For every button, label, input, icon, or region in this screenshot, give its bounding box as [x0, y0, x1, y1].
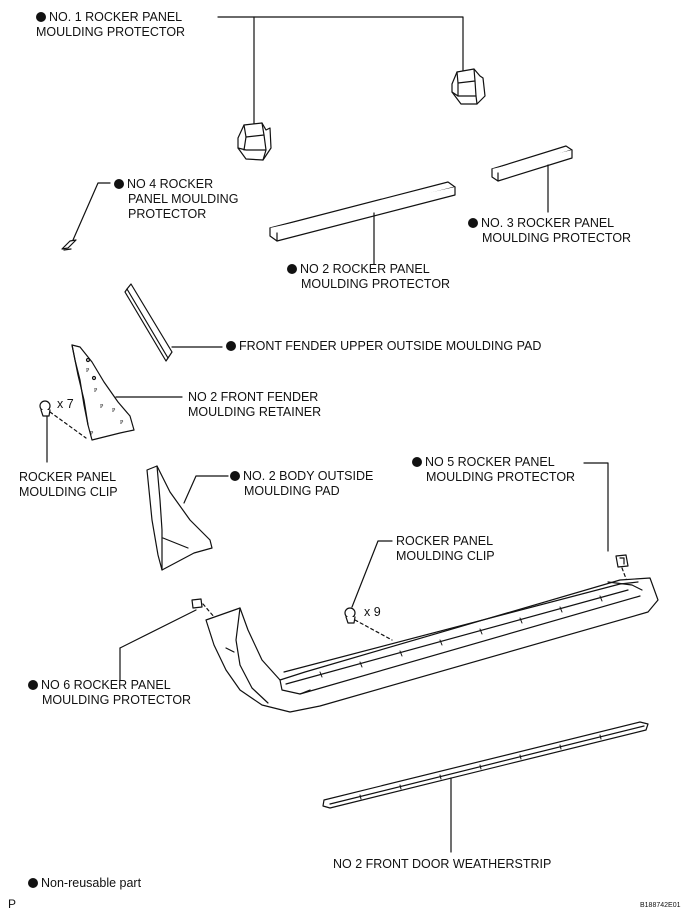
no3-protector-line1: NO. 3 ROCKER PANEL: [481, 216, 615, 230]
fender-pad-text: FRONT FENDER UPPER OUTSIDE MOULDING PAD: [239, 339, 542, 353]
no2-body-pad-line2: MOULDING PAD: [244, 484, 340, 498]
legend: Non-reusable part: [28, 876, 141, 891]
no3-protector-line2: MOULDING PROTECTOR: [482, 231, 632, 245]
legend-text: Non-reusable part: [41, 876, 142, 890]
non-reusable-dot-icon: [287, 264, 297, 274]
no5-protector-line2: MOULDING PROTECTOR: [426, 470, 576, 484]
no2-protector-strip: [269, 181, 456, 265]
non-reusable-dot-icon: [230, 471, 240, 481]
no3-protector-label: NO. 3 ROCKER PANEL MOULDING PROTECTOR: [468, 216, 631, 246]
no4-protector-line3: PROTECTOR: [128, 207, 207, 221]
svg-text:P: P: [86, 368, 90, 374]
no5-protector-line1: NO 5 ROCKER PANEL: [425, 455, 555, 469]
clip-left-label: ROCKER PANEL MOULDING CLIP: [19, 470, 118, 500]
no2-retainer: P P P P P P: [71, 344, 183, 441]
no1-protector-left: [237, 122, 272, 161]
no1-protector-line1: NO. 1 ROCKER PANEL: [49, 10, 183, 24]
clip-center-line2: MOULDING CLIP: [396, 549, 495, 563]
no1-leader-lines: [217, 16, 464, 129]
no2-retainer-label: NO 2 FRONT FENDER MOULDING RETAINER: [188, 390, 321, 420]
fender-pad-label: FRONT FENDER UPPER OUTSIDE MOULDING PAD: [226, 339, 541, 354]
non-reusable-dot-icon: [36, 12, 46, 22]
rocker-panel-moulding: [205, 577, 659, 713]
svg-text:P: P: [100, 404, 104, 410]
clip-center: [344, 540, 393, 641]
no1-protector-right: [451, 68, 486, 105]
no4-protector-line1: NO 4 ROCKER: [127, 177, 214, 191]
fender-pad-strip: [124, 283, 223, 362]
weatherstrip-label: NO 2 FRONT DOOR WEATHERSTRIP: [333, 857, 552, 871]
no4-protector-label: NO 4 ROCKER PANEL MOULDING PROTECTOR: [114, 177, 238, 222]
no4-protector: [61, 182, 111, 251]
no2-body-pad: [146, 465, 229, 571]
no6-protector-label: NO 6 ROCKER PANEL MOULDING PROTECTOR: [28, 678, 191, 708]
non-reusable-dot-icon: [114, 179, 124, 189]
non-reusable-dot-icon: [226, 341, 236, 351]
no2-protector-line1: NO 2 ROCKER PANEL: [300, 262, 430, 276]
weatherstrip-strip: [322, 721, 649, 853]
page-letter: P: [8, 897, 17, 911]
clip-left: [39, 400, 87, 463]
no2-body-pad-line1: NO. 2 BODY OUTSIDE: [243, 469, 374, 483]
non-reusable-dot-icon: [468, 218, 478, 228]
no6-protector-line1: NO 6 ROCKER PANEL: [41, 678, 171, 692]
clip-left-line1: ROCKER PANEL: [19, 470, 117, 484]
no2-protector-label: NO 2 ROCKER PANEL MOULDING PROTECTOR: [287, 262, 450, 292]
no4-protector-line2: PANEL MOULDING: [128, 192, 239, 206]
non-reusable-dot-icon: [28, 878, 38, 888]
clip-center-label: ROCKER PANEL MOULDING CLIP: [396, 534, 495, 564]
qty-x9-label: x 9: [364, 605, 381, 619]
clip-center-line1: ROCKER PANEL: [396, 534, 494, 548]
clip-left-line2: MOULDING CLIP: [19, 485, 118, 499]
qty-x7-label: x 7: [57, 397, 74, 411]
non-reusable-dot-icon: [412, 457, 422, 467]
no2-protector-line2: MOULDING PROTECTOR: [301, 277, 451, 291]
no5-protector: [583, 462, 629, 585]
no6-protector-line2: MOULDING PROTECTOR: [42, 693, 192, 707]
no2-retainer-line1: NO 2 FRONT FENDER: [188, 390, 319, 404]
non-reusable-dot-icon: [28, 680, 38, 690]
no2-body-pad-label: NO. 2 BODY OUTSIDE MOULDING PAD: [230, 469, 373, 499]
figure-id: B188742E01: [640, 902, 681, 909]
no2-retainer-line2: MOULDING RETAINER: [188, 405, 322, 419]
no1-protector-line2: MOULDING PROTECTOR: [36, 25, 186, 39]
svg-text:P: P: [94, 388, 98, 394]
svg-text:P: P: [90, 431, 94, 437]
no6-protector: [119, 598, 216, 681]
svg-text:P: P: [112, 408, 116, 414]
no3-protector-strip: [491, 145, 573, 213]
svg-text:P: P: [120, 420, 124, 426]
no5-protector-label: NO 5 ROCKER PANEL MOULDING PROTECTOR: [412, 455, 575, 485]
no1-protector-label: NO. 1 ROCKER PANEL MOULDING PROTECTOR: [36, 10, 185, 40]
